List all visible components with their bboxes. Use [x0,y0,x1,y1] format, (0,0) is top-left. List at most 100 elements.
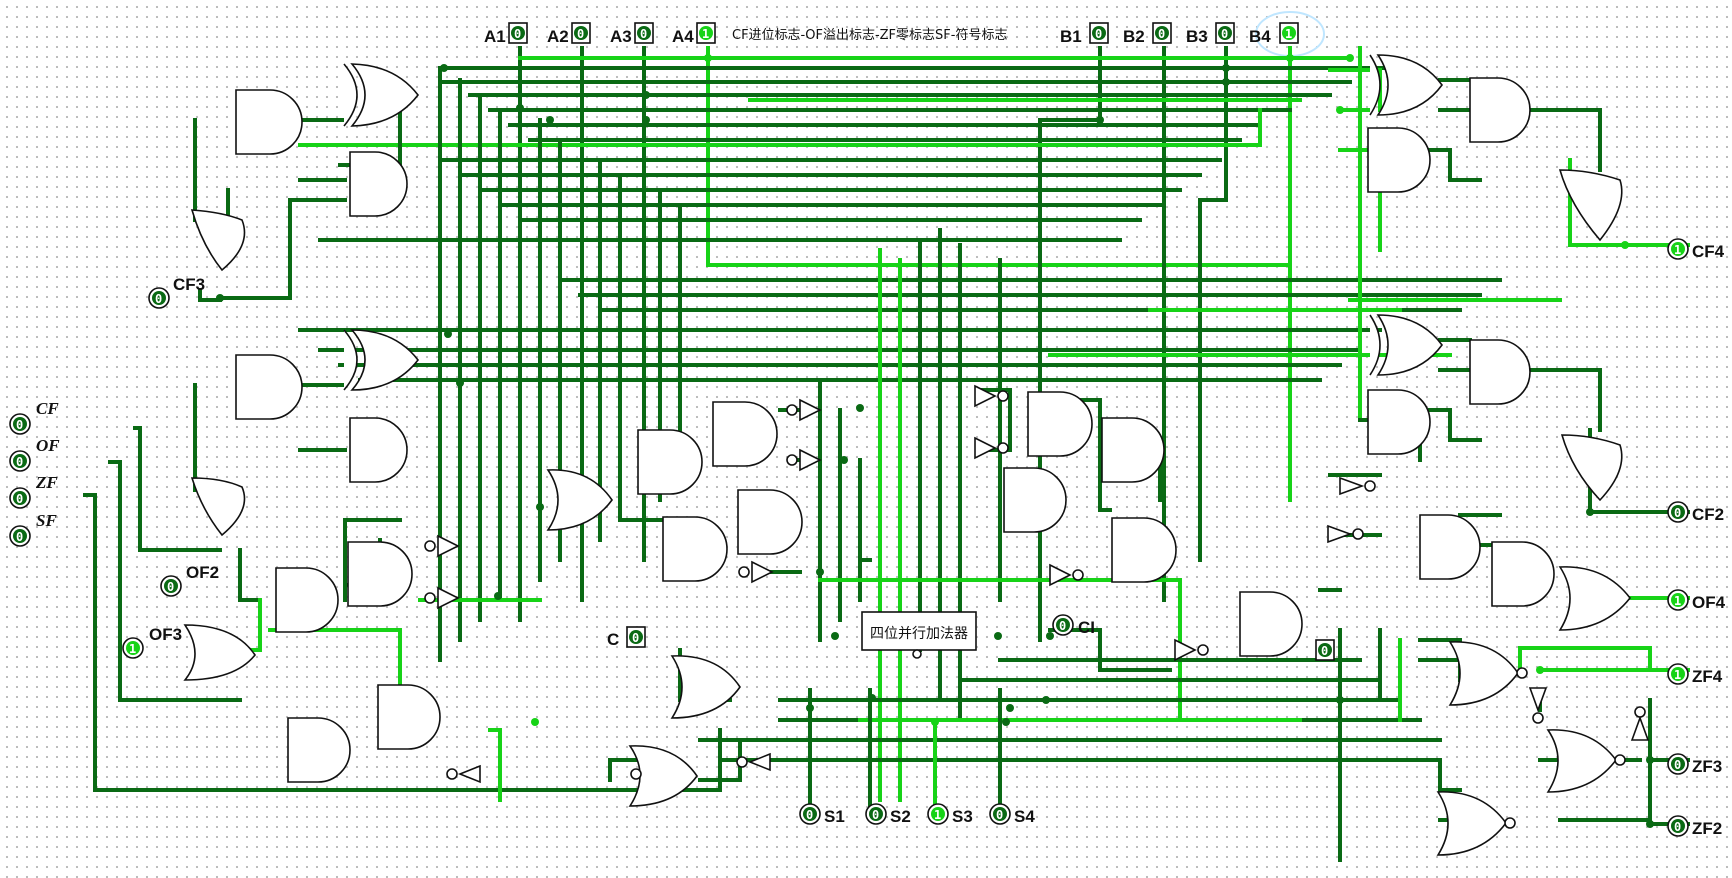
output-zf4-value: 1 [1674,668,1681,682]
xor-gate-back [1369,54,1381,116]
output-of4: 1 OF4 [1667,589,1726,612]
junction-dots [216,54,1654,828]
and-gate [275,567,339,633]
or-gate [1558,566,1632,631]
input-b1-label: B1 [1060,27,1082,46]
or-gate [1448,641,1519,706]
constant-zero[interactable]: 0 [1315,639,1335,661]
input-a1[interactable]: A1 0 [484,22,528,46]
constant-zero-value: 0 [1321,644,1328,658]
input-a1-label: A1 [484,27,506,46]
input-a4[interactable]: A4 1 [672,22,716,46]
xor-gate [1376,54,1443,116]
input-b2[interactable]: B2 0 [1123,22,1172,46]
output-cf2: 0 CF2 [1667,501,1724,524]
output-s2-label: S2 [890,807,911,826]
not-gate [437,534,460,558]
output-s2-value: 0 [872,808,879,822]
input-a2-label: A2 [547,27,569,46]
output-s4: 0 S4 [989,803,1035,826]
wire-network [83,46,1690,862]
output-zf4-label: ZF4 [1692,667,1723,686]
input-carry-c[interactable]: C 0 [607,626,646,649]
logic-gates [183,54,1650,856]
probe-of2-label: OF2 [186,563,219,582]
not-gate [437,586,460,610]
output-zf4: 1 ZF4 [1667,663,1723,686]
output-s4-label: S4 [1014,807,1035,826]
input-b2-value: 0 [1158,27,1165,41]
and-gate [1367,127,1431,193]
probe-ci-value: 0 [1059,619,1066,633]
output-cf4-value: 1 [1674,243,1681,257]
flag-sf-label: SF [36,511,57,530]
and-gate [1469,339,1531,405]
output-s4-value: 0 [996,808,1003,822]
flag-zf: 0 ZF [9,473,58,509]
input-a3[interactable]: A3 0 [610,22,654,46]
input-b4[interactable]: B4 1 [1249,22,1299,46]
and-gate [1367,389,1431,455]
output-zf2-label: ZF2 [1692,819,1722,838]
probe-ci-label: CI [1078,618,1095,637]
output-zf3-value: 0 [1674,758,1681,772]
or-gate [190,477,246,537]
output-cf2-value: 0 [1674,506,1681,520]
output-s2: 0 S2 [865,803,911,826]
probe-of2-value: 0 [167,580,174,594]
output-s3: 1 S3 [927,803,973,826]
input-b1-value: 0 [1095,27,1102,41]
output-zf2: 0 ZF2 [1667,815,1722,838]
flag-sf-value: 0 [16,530,23,544]
and-gate [235,354,303,420]
xor-gate [350,329,420,391]
input-b3[interactable]: B3 0 [1186,22,1235,46]
flag-of-label: OF [36,436,60,455]
input-a2[interactable]: A2 0 [547,22,591,46]
output-s1: 0 S1 [799,803,845,826]
input-b3-label: B3 [1186,27,1208,46]
and-gate [287,717,351,783]
input-a4-label: A4 [672,27,694,46]
not-gate [1049,563,1072,587]
xor-gate-back [343,63,358,127]
input-b4-label: B4 [1249,27,1271,46]
or-gate [1560,434,1623,502]
input-a3-label: A3 [610,27,632,46]
input-b1[interactable]: B1 0 [1060,22,1109,46]
output-cf4-label: CF4 [1692,242,1725,261]
or-gate [1546,729,1618,793]
output-zf2-value: 0 [1674,820,1681,834]
input-a2-value: 0 [577,27,584,41]
not-gate [799,448,822,472]
and-gate [235,89,303,155]
input-a1-value: 0 [514,27,521,41]
not-gate [1327,524,1353,544]
probe-cf3-value: 0 [155,292,162,306]
and-gate [377,684,441,750]
input-carry-c-label: C [607,630,619,649]
parallel-adder[interactable]: 四位并行加法器 [861,611,977,659]
not-gate [974,436,997,460]
xor-gate [1376,314,1443,376]
and-gate [712,401,778,467]
and-gate [1003,467,1067,533]
title-text: CF进位标志-OF溢出标志-ZF零标志SF-符号标志 [732,27,1007,43]
or-gate [670,655,741,719]
not-gate [747,752,771,772]
and-gate [637,429,703,495]
output-s3-label: S3 [952,807,973,826]
probe-of3: 1 OF3 [122,625,182,659]
probe-ci: 0 CI [1052,614,1095,637]
not-gate [974,384,997,408]
or-gate [1558,169,1623,242]
xor-gate [350,63,420,127]
not-gate [1339,476,1365,496]
and-gate [1027,391,1093,457]
not-gate [457,764,481,784]
not-gate [1528,687,1548,713]
or-gate [546,469,613,531]
probe-of2: 0 OF2 [160,563,219,597]
and-gate [1491,541,1555,607]
